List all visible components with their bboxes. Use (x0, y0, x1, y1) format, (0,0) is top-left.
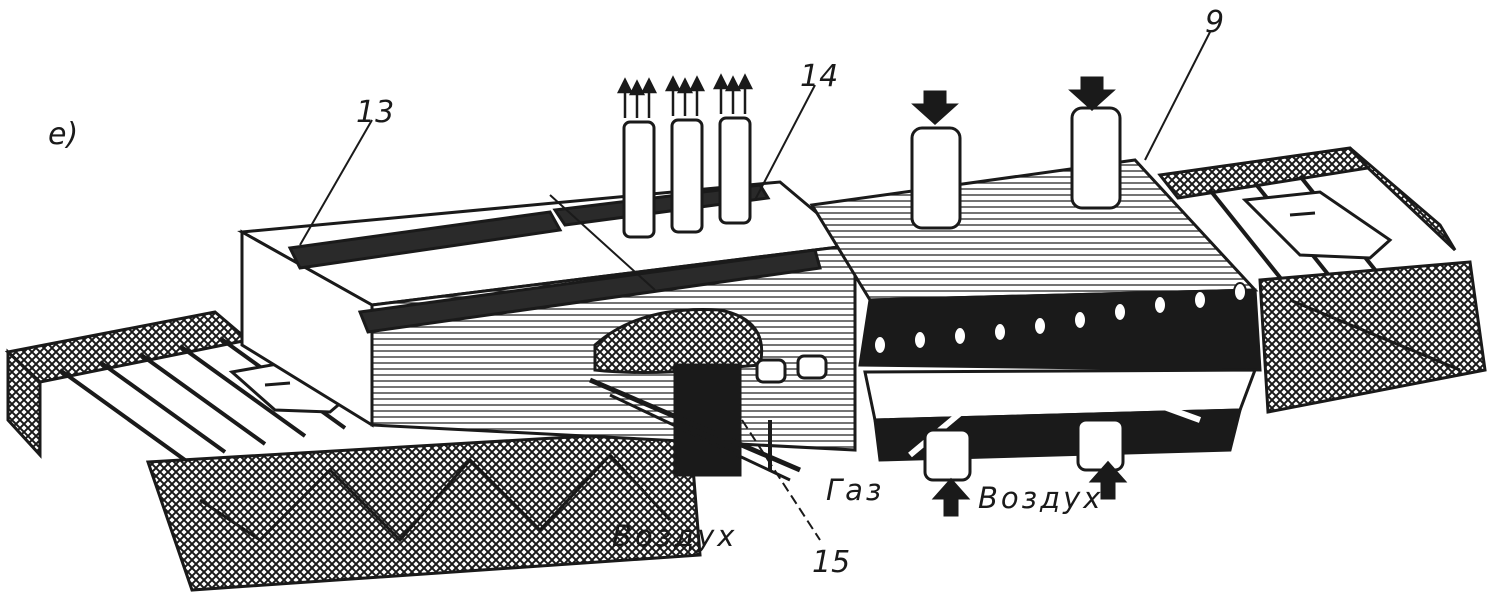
label-air-right: Воздух (978, 481, 1104, 515)
left-furnace (237, 73, 859, 482)
right-conveyor (1157, 146, 1487, 414)
exhaust-arrows (616, 73, 754, 118)
air-in-arrows (911, 76, 1116, 126)
panel-letter: е) (48, 117, 79, 152)
callout-9: 9 (1205, 5, 1225, 40)
intake-pipes-bottom (923, 418, 1125, 482)
exhaust-pipes (622, 116, 752, 239)
leader-lines (299, 31, 1211, 541)
nozzle-row (873, 282, 1247, 355)
callout-14: 14 (800, 59, 839, 94)
right-furnace (809, 76, 1262, 517)
left-conveyor (4, 310, 702, 592)
label-gas: Газ (826, 473, 885, 507)
air-up-arrows (931, 460, 1128, 517)
callout-15: 15 (812, 545, 851, 580)
label-air-left: Воздух (612, 519, 738, 553)
intake-pipes-top (910, 106, 1122, 230)
callout-13: 13 (356, 95, 395, 130)
